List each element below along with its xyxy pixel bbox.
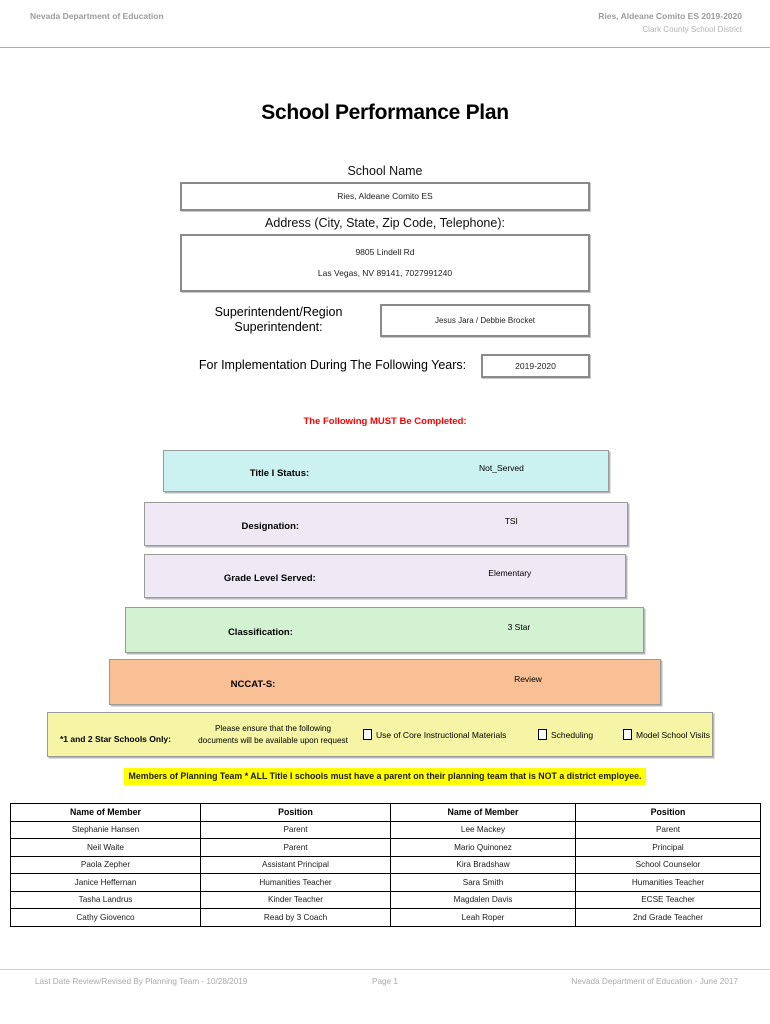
star-schools-instruction: Please ensure that the following documen… — [198, 724, 348, 745]
nccats-value: Review — [514, 673, 542, 684]
classification-label: Classification: — [227, 627, 293, 638]
scheduling-checkbox-icon[interactable] — [538, 729, 547, 740]
title1-status-label: Title I Status: — [249, 468, 310, 479]
col-header-member-2: Name of Member — [390, 803, 576, 822]
core-materials-checkbox-icon[interactable] — [363, 729, 372, 740]
table-row: Neil Waite Parent Mario Quinonez Princip… — [10, 838, 761, 857]
header-divider — [0, 47, 770, 48]
star-schools-label: *1 and 2 Star Schools Only: — [59, 733, 171, 744]
footer-source: Nevada Department of Education - June 20… — [571, 977, 738, 986]
implementation-years-value: 2019-2020 — [515, 360, 556, 371]
col-header-member-1: Name of Member — [10, 803, 201, 822]
superintendent-label: Superintendent/Region Superintendent: — [214, 305, 343, 334]
address-line1: 9805 Lindell Rd — [355, 247, 415, 258]
header-school-year: Ries, Aldeane Comito ES 2019-2020 — [598, 11, 742, 21]
table-row: Stephanie Hansen Parent Lee Mackey Paren… — [10, 820, 761, 839]
header-school-info: Ries, Aldeane Comito ES 2019-2020 Clark … — [598, 11, 742, 34]
grade-level-label: Grade Level Served: — [223, 573, 316, 584]
header-district: Clark County School District — [642, 25, 742, 34]
scheduling-checkbox-label: Scheduling — [551, 729, 594, 740]
table-row: Cathy Giovenco Read by 3 Coach Leah Rope… — [10, 908, 761, 927]
address-label: Address (City, State, Zip Code, Telephon… — [265, 216, 505, 230]
title1-status-bar: Title I Status: Not_Served — [163, 450, 609, 492]
school-name-field[interactable]: Ries, Aldeane Comito ES — [180, 182, 590, 211]
designation-label: Designation: — [241, 521, 300, 532]
must-complete-notice: The Following MUST Be Completed: — [303, 416, 467, 427]
table-header-row: Name of Member Position Name of Member P… — [10, 803, 761, 822]
nccats-label: NCCAT-S: — [230, 679, 276, 690]
classification-value: 3 Star — [507, 621, 531, 632]
star-schools-note: *1 and 2 Star Schools Only: Please ensur… — [47, 712, 713, 757]
grade-level-value: Elementary — [488, 567, 532, 578]
planning-team-table: Name of Member Position Name of Member P… — [10, 803, 761, 927]
table-row: Tasha Landrus Kinder Teacher Magdalen Da… — [10, 890, 761, 909]
implementation-years-field[interactable]: 2019-2020 — [481, 354, 590, 378]
address-line2: Las Vegas, NV 89141, 7027991240 — [317, 268, 453, 279]
grade-level-bar: Grade Level Served: Elementary — [144, 554, 626, 598]
title1-status-value: Not_Served — [478, 462, 524, 473]
table-row: Paola Zepher Assistant Principal Kira Br… — [10, 855, 761, 874]
header-department: Nevada Department of Education — [30, 11, 164, 21]
nccats-bar: NCCAT-S: Review — [109, 659, 661, 705]
designation-bar: Designation: TSI — [144, 502, 628, 546]
implementation-label: For Implementation During The Following … — [198, 358, 467, 372]
designation-value: TSI — [504, 515, 518, 526]
school-name-label: School Name — [347, 164, 423, 178]
col-header-position-1: Position — [200, 803, 391, 822]
footer-divider — [0, 969, 770, 970]
classification-bar: Classification: 3 Star — [125, 607, 644, 653]
model-visits-checkbox-icon[interactable] — [623, 729, 632, 740]
model-visits-checkbox-label: Model School Visits — [636, 729, 711, 740]
core-materials-checkbox-label: Use of Core Instructional Materials — [376, 729, 507, 740]
superintendent-value: Jesus Jara / Debbie Brocket — [434, 315, 536, 325]
footer-revision-date: Last Date Review/Revised By Planning Tea… — [35, 977, 248, 986]
checkbox-item-core-materials[interactable]: Use of Core Instructional Materials — [363, 729, 538, 740]
school-name-value: Ries, Aldeane Comito ES — [337, 191, 433, 202]
address-field[interactable]: 9805 Lindell Rd Las Vegas, NV 89141, 702… — [180, 234, 590, 292]
superintendent-field[interactable]: Jesus Jara / Debbie Brocket — [380, 304, 590, 337]
page-title: School Performance Plan — [261, 101, 509, 124]
footer-page-number: Page 1 — [372, 977, 398, 986]
checkbox-item-scheduling[interactable]: Scheduling — [538, 729, 623, 740]
planning-team-notice: Members of Planning Team * ALL Title I s… — [123, 768, 647, 785]
planning-team-notice-wrap: Members of Planning Team * ALL Title I s… — [0, 766, 770, 785]
checkbox-item-model-visits[interactable]: Model School Visits — [623, 729, 712, 740]
table-row: Janice Heffernan Humanities Teacher Sara… — [10, 873, 761, 892]
col-header-position-2: Position — [575, 803, 761, 822]
